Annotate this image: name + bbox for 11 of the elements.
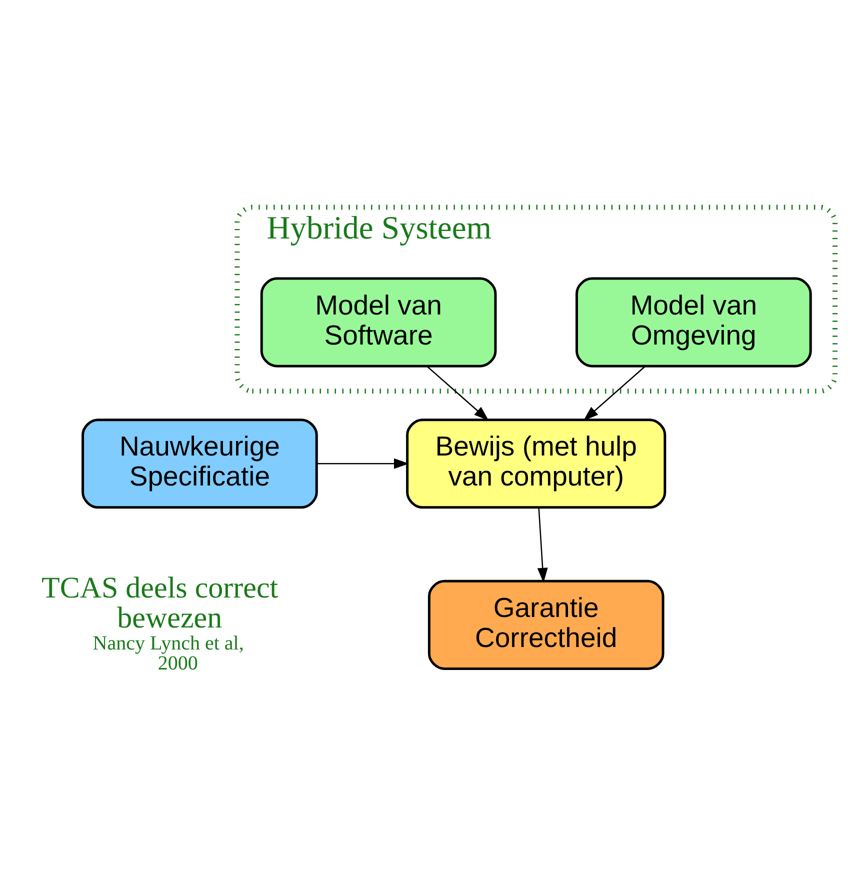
arrow <box>316 458 408 468</box>
arrow <box>582 365 646 420</box>
arrow <box>536 506 548 582</box>
node-box: Nauwkeurige Specificatie <box>81 418 318 508</box>
node-box: Model van Software <box>260 276 496 367</box>
node-box: Model van Omgeving <box>575 276 812 367</box>
arrow <box>426 365 488 420</box>
label: Nancy Lynch et al, 2000 <box>92 632 244 674</box>
node-box: Bewijs (met hulp van computer) <box>406 418 666 508</box>
node-box: Garantie Correctheid <box>427 579 664 670</box>
label: TCAS deels correct bewezen <box>41 571 278 634</box>
